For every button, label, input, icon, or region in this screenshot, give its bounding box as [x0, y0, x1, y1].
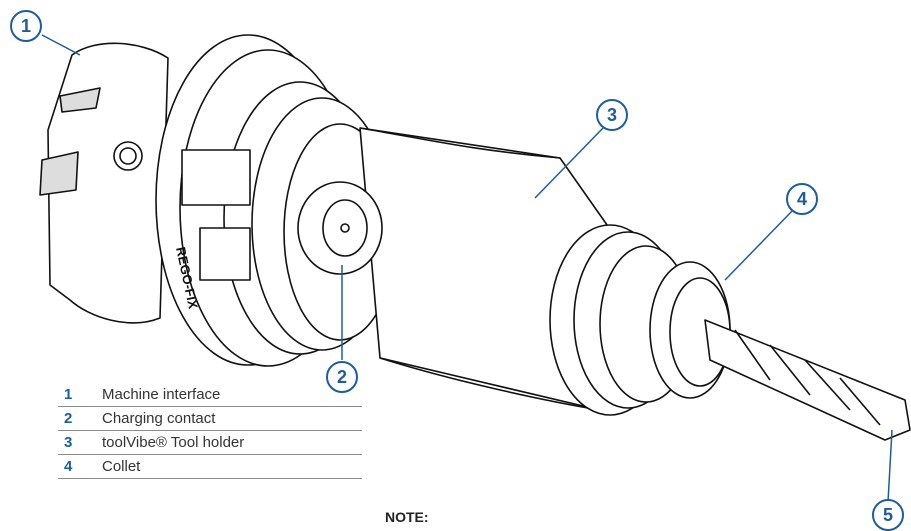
legend-label: Charging contact — [102, 410, 216, 427]
legend-row: 1 Machine interface — [58, 383, 362, 406]
note-label: NOTE: — [385, 509, 429, 525]
legend-row: 4 Collet — [58, 454, 362, 479]
machine-interface-shape — [47, 42, 169, 324]
callout-3: 3 — [596, 99, 628, 131]
callout-1: 1 — [10, 10, 42, 42]
legend-label: toolVibe® Tool holder — [102, 434, 245, 451]
legend-label: Machine interface — [102, 386, 221, 403]
cutter-shape — [704, 319, 911, 441]
legend-number: 2 — [64, 410, 73, 427]
legend-number: 3 — [64, 434, 73, 451]
callout-4: 4 — [786, 183, 818, 215]
legend-table: 1 Machine interface 2 Charging contact 3… — [58, 383, 362, 479]
legend-row: 2 Charging contact — [58, 406, 362, 430]
legend-number: 4 — [64, 458, 73, 475]
callout-2: 2 — [326, 361, 358, 393]
legend-label: Collet — [102, 458, 141, 475]
legend-number: 1 — [64, 386, 73, 403]
callout-5: 5 — [872, 499, 904, 531]
legend-row: 3 toolVibe® Tool holder — [58, 430, 362, 454]
